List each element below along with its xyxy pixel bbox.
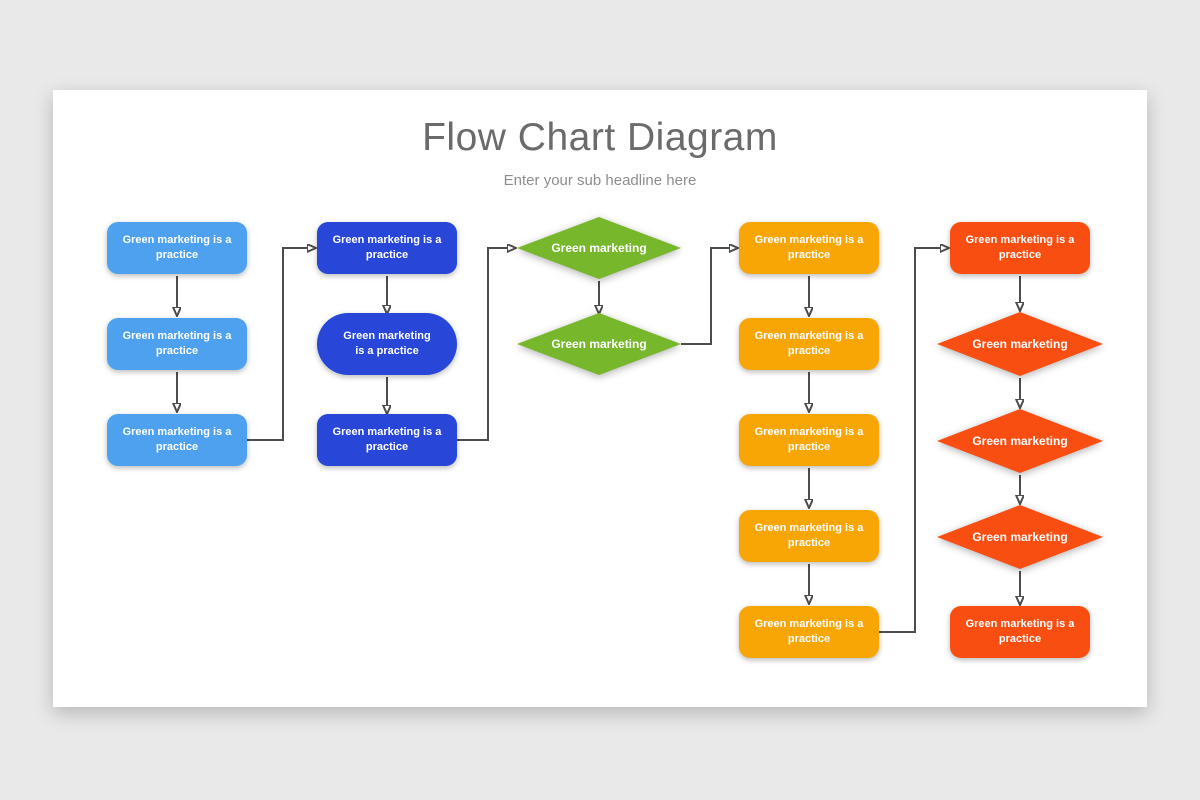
process-node-col1-3: Green marketing is a practice bbox=[107, 414, 247, 466]
diamond-shape: Green marketing bbox=[937, 505, 1103, 569]
process-node-col4-3: Green marketing is a practice bbox=[739, 414, 879, 466]
node-label: Green marketing is a practice bbox=[965, 618, 1075, 645]
node-label: Green marketing is a practice bbox=[754, 618, 864, 645]
node-label: Green marketing is a practice bbox=[754, 330, 864, 357]
node-label: Green marketing is a practice bbox=[754, 426, 864, 453]
process-node-col1-2: Green marketing is a practice bbox=[107, 318, 247, 370]
node-label: Green marketing is a practice bbox=[965, 234, 1075, 261]
decision-node-col3-2: Green marketing bbox=[517, 313, 681, 375]
node-label: Green marketing is a practice bbox=[332, 234, 442, 261]
node-label: Green marketing bbox=[972, 336, 1068, 351]
diamond-shape: Green marketing bbox=[517, 217, 681, 279]
process-node-col4-4: Green marketing is a practice bbox=[739, 510, 879, 562]
decision-node-col5-4: Green marketing bbox=[937, 505, 1103, 569]
diamond-shape: Green marketing bbox=[937, 312, 1103, 376]
process-node-col5-5: Green marketing is a practice bbox=[950, 606, 1090, 658]
page-subtitle: Enter your sub headline here bbox=[503, 172, 697, 189]
node-label: Green marketing is a practice bbox=[754, 522, 864, 549]
slide-canvas bbox=[53, 90, 1147, 707]
decision-node-col5-3: Green marketing bbox=[937, 409, 1103, 473]
node-label: Green marketing is a practice bbox=[122, 426, 232, 453]
node-label: Green marketing is a practice bbox=[343, 330, 431, 357]
page-title: Flow Chart Diagram bbox=[422, 116, 778, 159]
process-node-col4-5: Green marketing is a practice bbox=[739, 606, 879, 658]
process-node-col5-1: Green marketing is a practice bbox=[950, 222, 1090, 274]
node-label: Green marketing bbox=[551, 240, 647, 255]
diamond-shape: Green marketing bbox=[517, 313, 681, 375]
process-node-col1-1: Green marketing is a practice bbox=[107, 222, 247, 274]
process-node-col4-2: Green marketing is a practice bbox=[739, 318, 879, 370]
process-node-col2-3: Green marketing is a practice bbox=[317, 414, 457, 466]
node-label: Green marketing is a practice bbox=[754, 234, 864, 261]
diamond-shape: Green marketing bbox=[937, 409, 1103, 473]
terminator-node-col2-2: Green marketing is a practice bbox=[317, 313, 457, 375]
node-label: Green marketing bbox=[972, 433, 1068, 448]
node-label: Green marketing bbox=[551, 336, 647, 351]
node-label: Green marketing is a practice bbox=[122, 234, 232, 261]
node-label: Green marketing bbox=[972, 529, 1068, 544]
process-node-col4-1: Green marketing is a practice bbox=[739, 222, 879, 274]
node-label: Green marketing is a practice bbox=[122, 330, 232, 357]
process-node-col2-1: Green marketing is a practice bbox=[317, 222, 457, 274]
node-label: Green marketing is a practice bbox=[332, 426, 442, 453]
decision-node-col5-2: Green marketing bbox=[937, 312, 1103, 376]
decision-node-col3-1: Green marketing bbox=[517, 217, 681, 279]
